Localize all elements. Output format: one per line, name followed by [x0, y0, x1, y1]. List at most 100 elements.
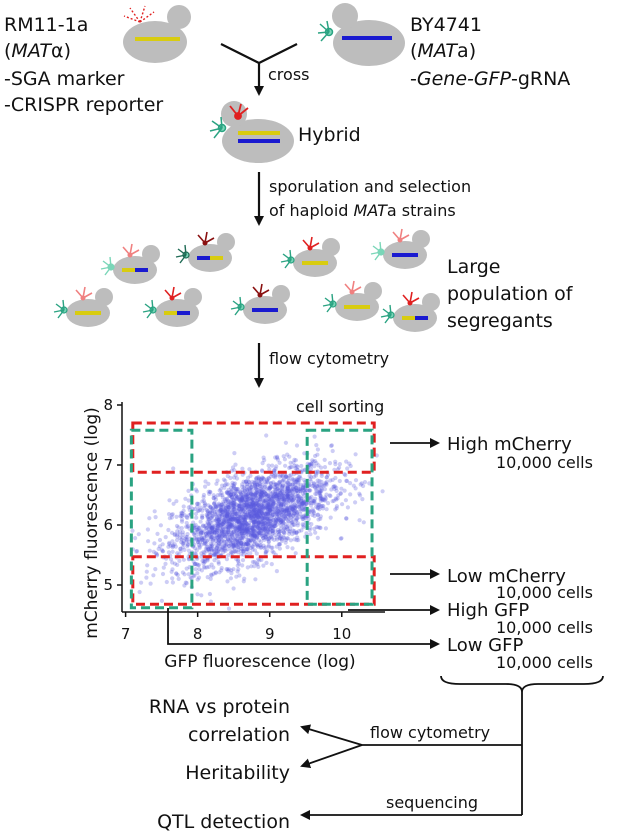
- scatter-point: [330, 448, 335, 454]
- scatter-point: [267, 530, 272, 535]
- scatter-point: [238, 525, 243, 530]
- scatter-point: [271, 499, 276, 504]
- scatter-point: [261, 477, 266, 482]
- scatter-point: [231, 544, 236, 549]
- scatter-point: [170, 512, 175, 517]
- flow-cytometry-label-2: flow cytometry: [370, 723, 490, 742]
- scatter-point: [291, 508, 296, 513]
- scatter-point: [314, 461, 319, 466]
- scatter-point: [210, 518, 215, 523]
- scatter-point: [211, 549, 217, 554]
- scatter-point: [282, 509, 287, 514]
- scatter-point: [260, 516, 265, 521]
- scatter-point: [217, 543, 222, 548]
- scatter-point: [279, 519, 284, 525]
- scatter-point: [257, 483, 262, 488]
- scatter-point: [248, 511, 253, 517]
- scatter-point: [227, 515, 232, 520]
- scatter-point: [201, 561, 206, 566]
- scatter-point: [281, 520, 286, 526]
- scatter-point: [246, 523, 251, 528]
- scatter-point: [206, 481, 211, 486]
- scatter-point: [146, 539, 151, 544]
- scatter-point: [268, 474, 273, 479]
- scatter-point: [316, 463, 321, 468]
- scatter-point: [263, 551, 268, 556]
- scatter-point: [199, 538, 204, 543]
- scatter-point: [315, 512, 320, 517]
- scatter-point: [202, 501, 207, 506]
- scatter-point: [249, 545, 254, 551]
- scatter-point: [232, 502, 237, 508]
- scatter-point: [286, 488, 291, 493]
- scatter-point: [264, 500, 269, 505]
- scatter-point: [308, 525, 313, 531]
- scatter-point: [193, 546, 198, 551]
- scatter-point: [234, 516, 239, 521]
- scatter-point: [294, 504, 299, 509]
- scatter-point: [250, 547, 255, 552]
- scatter-point: [286, 523, 291, 528]
- scatter-point: [274, 518, 279, 523]
- scatter-point: [292, 506, 297, 511]
- scatter-point: [240, 494, 245, 499]
- scatter-point: [317, 483, 322, 488]
- scatter-point: [295, 509, 300, 515]
- scatter-point: [255, 532, 260, 537]
- scatter-point: [250, 501, 256, 506]
- scatter-point: [204, 507, 209, 513]
- scatter-point: [286, 478, 292, 483]
- scatter-point: [213, 495, 218, 500]
- scatter-point: [259, 494, 264, 499]
- scatter-point: [226, 525, 231, 530]
- scatter-point: [212, 530, 217, 535]
- scatter-point: [345, 466, 350, 471]
- scatter-point: [245, 506, 251, 511]
- scatter-point: [275, 494, 280, 500]
- scatter-point: [211, 553, 216, 558]
- scatter-point: [266, 480, 271, 485]
- scatter-point: [230, 551, 235, 556]
- scatter-point: [280, 497, 285, 502]
- scatter-point: [276, 480, 281, 485]
- scatter-point: [193, 567, 198, 572]
- scatter-point: [159, 598, 164, 604]
- scatter-point: [296, 497, 301, 502]
- scatter-point: [237, 497, 242, 502]
- scatter-point: [334, 506, 339, 511]
- scatter-point: [243, 520, 248, 525]
- scatter-point: [277, 536, 282, 541]
- scatter-point: [223, 548, 228, 554]
- scatter-point: [229, 520, 234, 525]
- scatter-point: [278, 519, 284, 524]
- scatter-point: [263, 516, 268, 521]
- scatter-point: [266, 543, 271, 548]
- scatter-point: [196, 538, 201, 543]
- scatter-point: [259, 531, 264, 536]
- scatter-point: [277, 479, 282, 484]
- scatter-point: [217, 538, 222, 544]
- scatter-point: [267, 507, 272, 512]
- scatter-point: [224, 500, 229, 505]
- scatter-point: [273, 520, 278, 526]
- scatter-point: [235, 524, 240, 529]
- scatter-point: [204, 548, 209, 553]
- segregant-cell: [280, 236, 340, 277]
- scatter-point: [283, 475, 288, 480]
- scatter-point: [245, 488, 250, 493]
- scatter-point: [217, 523, 222, 528]
- scatter-point: [311, 501, 316, 506]
- scatter-point: [174, 571, 179, 576]
- scatter-point: [257, 530, 262, 536]
- scatter-point: [269, 518, 274, 523]
- scatter-point: [282, 485, 287, 490]
- scatter-point: [216, 528, 221, 533]
- scatter-point: [251, 517, 256, 522]
- scatter-point: [275, 512, 280, 518]
- scatter-point: [244, 504, 249, 510]
- scatter-point: [207, 531, 212, 536]
- scatter-point: [301, 523, 306, 528]
- scatter-point: [229, 501, 234, 506]
- scatter-point: [334, 488, 339, 493]
- scatter-point: [298, 476, 303, 481]
